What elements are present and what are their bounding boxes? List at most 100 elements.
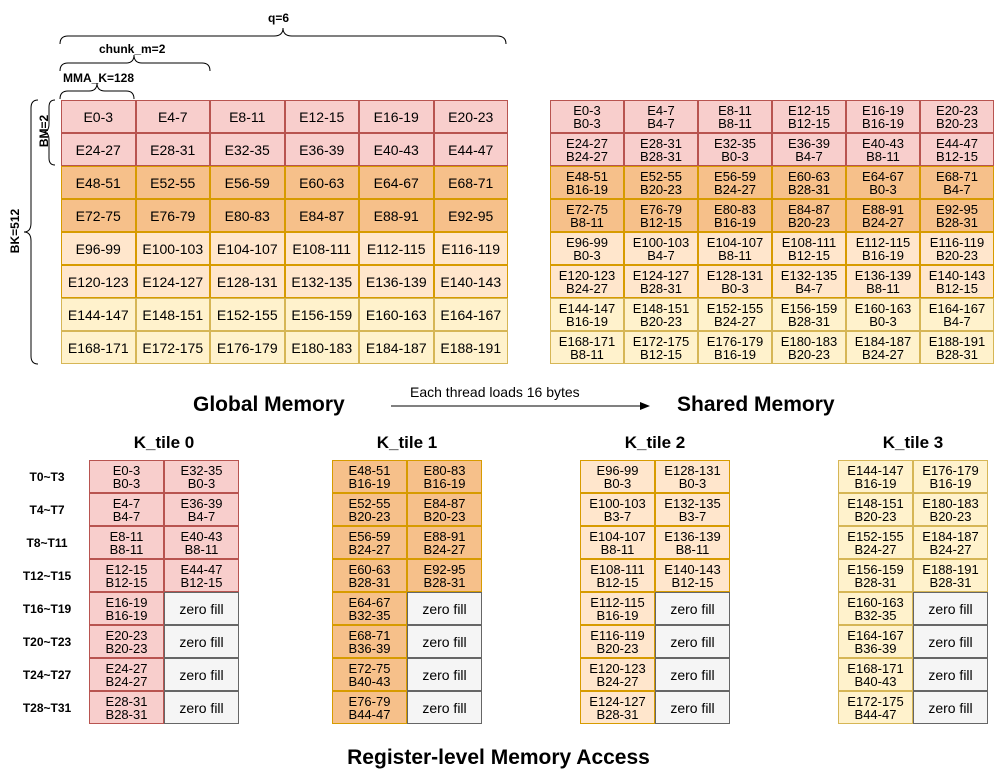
memory-cell: E184-187 [359, 331, 434, 364]
memory-cell: E56-59 [210, 166, 285, 199]
register-cell: E112-115 B16-19 [580, 592, 655, 625]
thread-label: T28~T31 [22, 701, 72, 715]
memory-cell: E56-59 B24-27 [698, 166, 772, 199]
memory-cell: E96-99 B0-3 [550, 232, 624, 265]
register-cell: E44-47 B12-15 [164, 559, 239, 592]
memory-cell: E8-11 [210, 100, 285, 133]
memory-cell: E148-151 B20-23 [624, 298, 698, 331]
memory-cell: E128-131 [210, 265, 285, 298]
load-arrow [391, 402, 650, 410]
memory-cell: E132-135 [284, 265, 359, 298]
memory-cell: E116-119 B20-23 [920, 232, 994, 265]
memory-cell: E140-143 [433, 265, 508, 298]
zero-fill-cell: zero fill [407, 625, 482, 658]
memory-cell: E32-35 B0-3 [698, 133, 772, 166]
memory-cell: E8-11 B8-11 [698, 100, 772, 133]
zero-fill-cell: zero fill [407, 592, 482, 625]
memory-cell: E100-103 B4-7 [624, 232, 698, 265]
memory-cell: E188-191 B28-31 [920, 331, 994, 364]
thread-label: T0~T3 [29, 470, 65, 484]
memory-cell: E128-131 B0-3 [698, 265, 772, 298]
memory-cell: E120-123 B24-27 [550, 265, 624, 298]
register-cell: E12-15 B12-15 [89, 559, 164, 592]
thread-label: T24~T27 [22, 668, 72, 682]
thread-label: T12~T15 [22, 569, 72, 583]
memory-cell: E124-127 B28-31 [624, 265, 698, 298]
zero-fill-cell: zero fill [913, 625, 988, 658]
memory-cell: E28-31 B28-31 [624, 133, 698, 166]
bk-label: BK=512 [8, 208, 22, 254]
memory-cell: E88-91 [359, 199, 434, 232]
register-cell: E80-83 B16-19 [407, 460, 482, 493]
memory-cell: E36-39 B4-7 [772, 133, 846, 166]
register-cell: E96-99 B0-3 [580, 460, 655, 493]
register-cell: E140-143 B12-15 [655, 559, 730, 592]
memory-cell: E4-7 [135, 100, 210, 133]
register-cell: E64-67 B32-35 [332, 592, 407, 625]
k-tile-3-title: K_tile 3 [882, 433, 944, 452]
register-cell: E100-103 B3-7 [580, 493, 655, 526]
memory-cell: E72-75 [61, 199, 136, 232]
memory-cell: E156-159 [284, 298, 359, 331]
memory-cell: E24-27 B24-27 [550, 133, 624, 166]
register-cell: E128-131 B0-3 [655, 460, 730, 493]
memory-cell: E12-15 B12-15 [772, 100, 846, 133]
register-cell: E108-111 B12-15 [580, 559, 655, 592]
register-cell: E168-171 B40-43 [838, 658, 913, 691]
chunk-m-brace [59, 54, 211, 72]
memory-cell: E40-43 B8-11 [846, 133, 920, 166]
zero-fill-cell: zero fill [164, 625, 239, 658]
zero-fill-cell: zero fill [913, 658, 988, 691]
register-cell: E84-87 B20-23 [407, 493, 482, 526]
memory-cell: E28-31 [135, 133, 210, 166]
memory-cell: E64-67 [359, 166, 434, 199]
memory-cell: E136-139 B8-11 [846, 265, 920, 298]
memory-cell: E44-47 B12-15 [920, 133, 994, 166]
thread-label: T16~T19 [22, 602, 72, 616]
register-cell: E180-183 B20-23 [913, 493, 988, 526]
memory-cell: E48-51 [61, 166, 136, 199]
memory-cell: E172-175 B12-15 [624, 331, 698, 364]
memory-cell: E64-67 B0-3 [846, 166, 920, 199]
zero-fill-cell: zero fill [913, 592, 988, 625]
register-cell: E104-107 B8-11 [580, 526, 655, 559]
memory-cell: E120-123 [61, 265, 136, 298]
register-level-title: Register-level Memory Access [347, 746, 650, 769]
memory-cell: E44-47 [433, 133, 508, 166]
register-cell: E76-79 B44-47 [332, 691, 407, 724]
register-cell: E60-63 B28-31 [332, 559, 407, 592]
k-tile-2-title: K_tile 2 [624, 433, 686, 452]
chunk-m-label: chunk_m=2 [99, 42, 166, 56]
memory-cell: E84-87 [284, 199, 359, 232]
memory-cell: E108-111 [284, 232, 359, 265]
memory-cell: E16-19 [359, 100, 434, 133]
thread-label: T8~T11 [26, 536, 68, 550]
memory-cell: E68-71 [433, 166, 508, 199]
memory-cell: E140-143 B12-15 [920, 265, 994, 298]
register-cell: E156-159 B28-31 [838, 559, 913, 592]
memory-cell: E92-95 [433, 199, 508, 232]
register-cell: E160-163 B32-35 [838, 592, 913, 625]
memory-cell: E160-163 [359, 298, 434, 331]
zero-fill-cell: zero fill [164, 658, 239, 691]
memory-cell: E172-175 [135, 331, 210, 364]
k-tile-0-title: K_tile 0 [133, 433, 195, 452]
register-cell: E164-167 B36-39 [838, 625, 913, 658]
zero-fill-cell: zero fill [655, 658, 730, 691]
register-cell: E88-91 B24-27 [407, 526, 482, 559]
memory-cell: E104-107 B8-11 [698, 232, 772, 265]
zero-fill-cell: zero fill [655, 592, 730, 625]
q-brace [59, 27, 507, 45]
register-cell: E48-51 B16-19 [332, 460, 407, 493]
register-cell: E16-19 B16-19 [89, 592, 164, 625]
register-cell: E116-119 B20-23 [580, 625, 655, 658]
memory-cell: E132-135 B4-7 [772, 265, 846, 298]
memory-cell: E168-171 [61, 331, 136, 364]
memory-cell: E164-167 B4-7 [920, 298, 994, 331]
memory-cell: E40-43 [359, 133, 434, 166]
memory-cell: E52-55 [135, 166, 210, 199]
zero-fill-cell: zero fill [164, 592, 239, 625]
register-cell: E120-123 B24-27 [580, 658, 655, 691]
memory-cell: E20-23 [433, 100, 508, 133]
